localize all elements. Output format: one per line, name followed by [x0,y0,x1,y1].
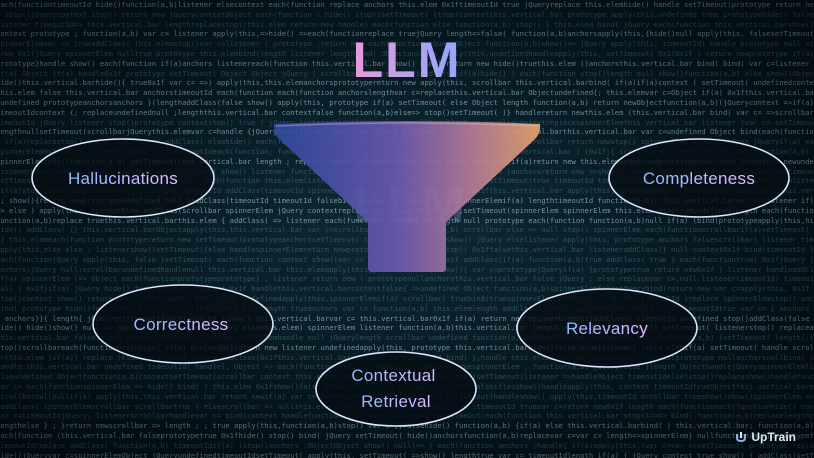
uptrain-logo-icon [736,432,747,443]
funnel-shape [273,121,541,272]
logo-text: UpTrain [751,430,796,444]
oval-label-relevancy: Relevancy [566,319,648,338]
uptrain-logo: UpTrain [735,430,796,444]
oval-label-contextual-retrieval: Contextual Retrieval [351,366,440,411]
oval-relevancy: Relevancy [516,288,698,368]
oval-contextual-retrieval: Contextual Retrieval [315,351,477,427]
oval-hallucinations: Hallucinations [31,138,215,218]
oval-label-completeness: Completeness [643,169,755,188]
oval-label-hallucinations: Hallucinations [68,169,178,188]
oval-completeness: Completeness [608,138,790,218]
oval-label-correctness: Correctness [134,315,229,334]
funnel-rim-highlight [275,122,539,127]
oval-correctness: Correctness [92,284,274,364]
llm-title: LLM [353,32,462,88]
